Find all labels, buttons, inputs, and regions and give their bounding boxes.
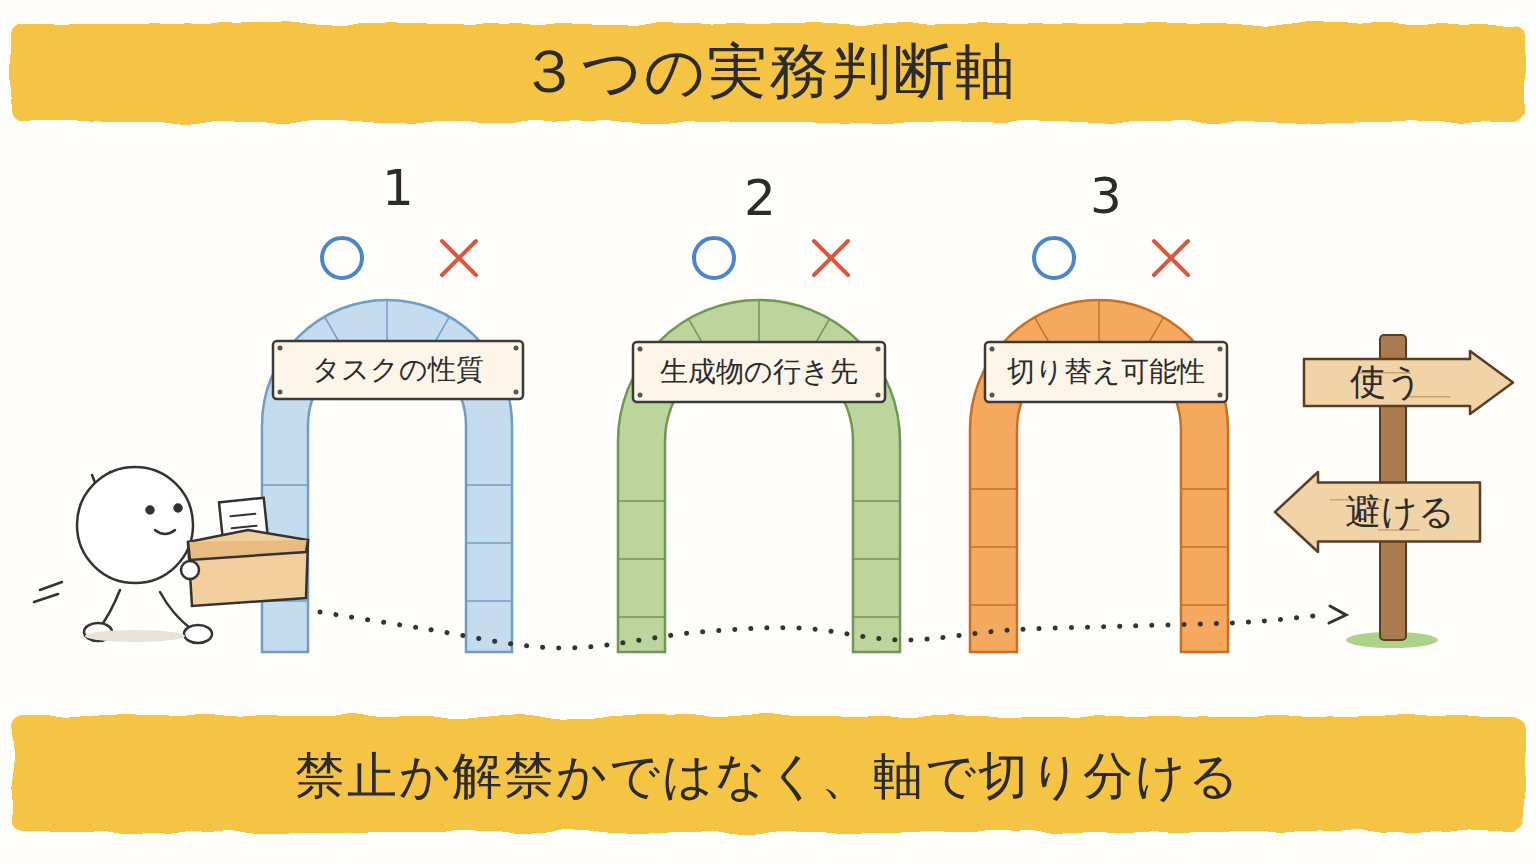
sign-label: 避ける — [1345, 488, 1455, 537]
caption-band — [12, 716, 1524, 832]
title-band — [12, 24, 1524, 122]
arch-number: 1 — [382, 159, 414, 217]
trail-arrowhead — [1329, 606, 1346, 623]
sign-label: 使う — [1350, 358, 1423, 407]
cross-mark — [442, 241, 476, 275]
sign-label: 切り替え可能性 — [1007, 353, 1205, 391]
walking-character — [34, 467, 308, 643]
circle-mark — [322, 238, 362, 278]
arch-sign: 生成物の行き先 — [632, 341, 886, 403]
sign-label: タスクの性質 — [312, 351, 484, 389]
sign-label: 生成物の行き先 — [660, 353, 858, 391]
cross-mark — [814, 241, 848, 275]
arch — [970, 300, 1228, 652]
circle-mark — [694, 238, 734, 278]
caption: 禁止か解禁かではなく、軸で切り分ける — [295, 743, 1241, 810]
cross-mark — [1154, 241, 1188, 275]
dotted-trail — [320, 612, 1322, 648]
title: ３つの実務判断軸 — [519, 32, 1017, 113]
direction-sign: 避ける — [1274, 471, 1482, 553]
arch-number: 3 — [1090, 167, 1122, 225]
arch-sign: タスクの性質 — [272, 340, 524, 400]
arch — [618, 300, 900, 652]
circle-mark — [1034, 238, 1074, 278]
arch-sign: 切り替え可能性 — [984, 341, 1228, 403]
arch-number: 2 — [744, 169, 776, 227]
direction-sign: 使う — [1302, 350, 1514, 415]
